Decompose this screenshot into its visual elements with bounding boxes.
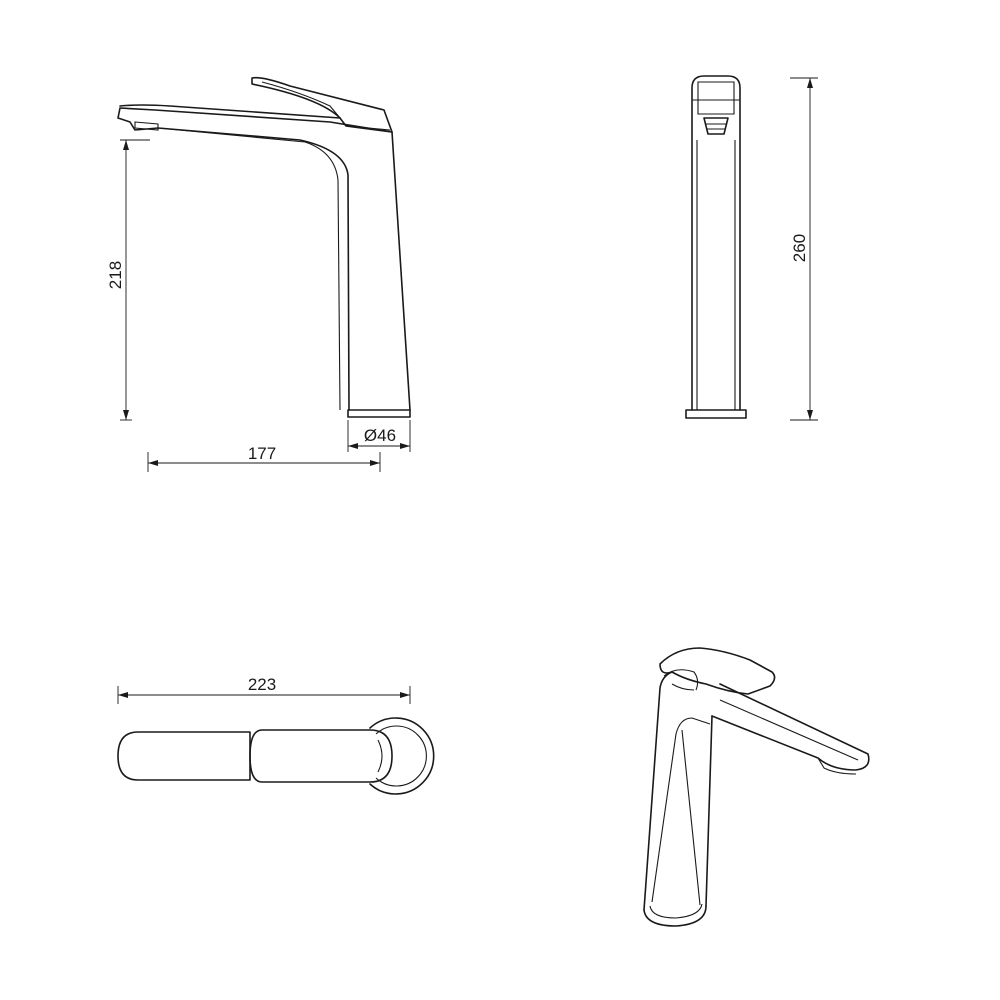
dimension-label-46: Ø46 (364, 426, 396, 445)
dimension-base-diameter: Ø46 (347, 420, 411, 452)
dimension-spout-reach: 177 (147, 444, 381, 472)
side-view (117, 76, 411, 418)
dimension-label-223: 223 (248, 675, 276, 694)
dimension-spout-height: 218 (106, 139, 150, 421)
front-view (685, 75, 747, 419)
dimension-total-length: 223 (117, 675, 411, 704)
dimension-label-260: 260 (790, 234, 809, 262)
dimension-total-height: 260 (790, 77, 818, 421)
dimension-label-218: 218 (106, 261, 125, 289)
perspective-view (643, 647, 870, 927)
dimension-label-177: 177 (248, 444, 276, 463)
top-view (117, 717, 435, 795)
